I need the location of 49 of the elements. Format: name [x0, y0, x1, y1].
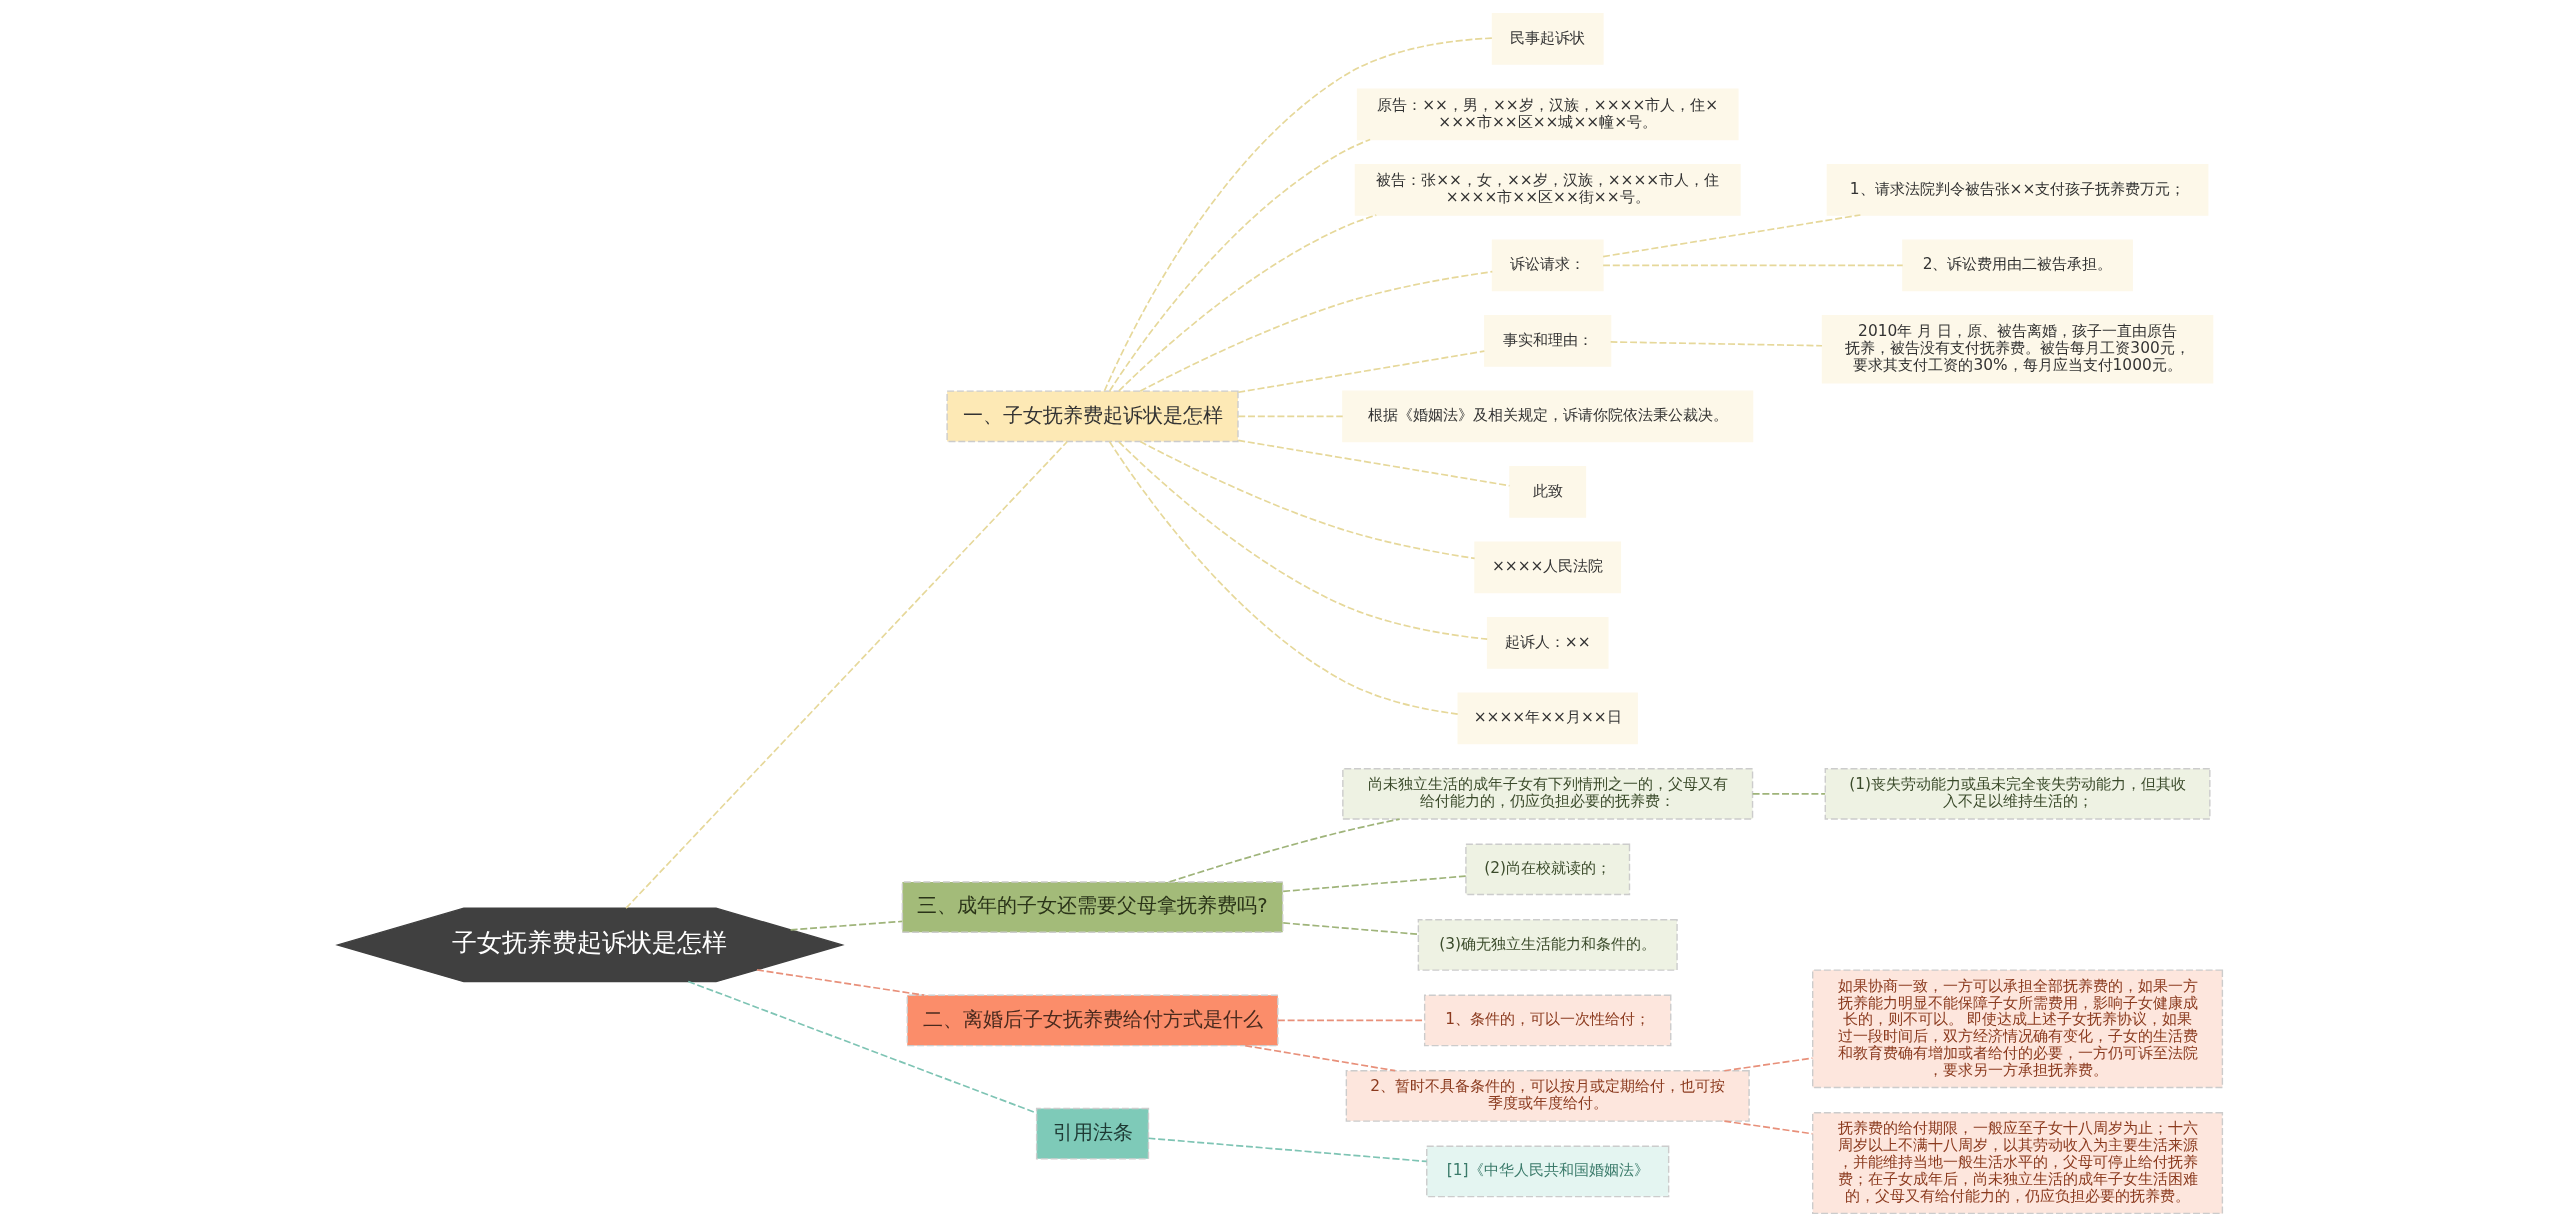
connector — [1602, 214, 1862, 258]
connector — [1282, 875, 1467, 893]
connector — [625, 440, 1068, 909]
connector — [1751, 793, 1826, 795]
node-box: 根据《婚姻法》及相关规定，诉请你院依法秉公裁决。 — [1342, 390, 1754, 443]
node-box: 2010年 月 日，原、被告离婚，孩子一直由原告抚养，被告没有支付抚养费。被告每月工资300元，要求其支付工资的30%，每月应当支付1000元。 — [1821, 314, 2214, 384]
node-box: 起诉人：×× — [1486, 617, 1609, 669]
connector — [756, 969, 925, 997]
node-box: 被告：张××，女，××岁，汉族，××××市人，住××××市××区××街××号。 — [1354, 163, 1741, 216]
node-box: 引用法条 — [1035, 1107, 1150, 1160]
node-box: 抚养费的给付期限，一般应至子女十八周岁为止；十六周岁以上不满十八周岁，以其劳动收入为主要生活来源，并能维持当地一般生活水平的，父母可停止给付抚养费；在子女成年后，尚未独立生活的成年子女生活困难的，父母又有给付能力的，仍应负担必要的抚养费。 — [1812, 1112, 2224, 1215]
node-box: 原告：××，男，××岁，汉族，××××市人，住××××市××区××城××幢×号。 — [1356, 88, 1739, 141]
node-box: 二、离婚后子女抚养费给付方式是什么 — [906, 994, 1279, 1047]
connector — [1282, 922, 1420, 936]
node-box: 如果协商一致，一方可以承担全部抚养费的，如果一方抚养能力明显不能保障子女所需费用，影响子女健康成长的，则不可以。 即使达成上述子女抚养协议，如果过一段时间后，双方经济情况确有变化，子女的生活费和教育费确有增加或者给付的必要，一方仍可诉至法院，要求另一方承担抚养费。 — [1812, 969, 2224, 1089]
node-box: 尚未独立生活的成年子女有下列情刑之一的，父母又有给付能力的，仍应负担必要的抚养费： — [1342, 768, 1754, 820]
connector — [1237, 415, 1344, 418]
connector — [789, 920, 903, 931]
node-box: 此致 — [1509, 465, 1587, 518]
connector — [1602, 264, 1904, 267]
connector — [1139, 440, 1476, 560]
connector — [1237, 439, 1511, 487]
node-box: 1、条件的，可以一次性给付； — [1423, 994, 1672, 1047]
connector — [1723, 1057, 1814, 1072]
node-box: (2)尚在校就读的； — [1465, 843, 1631, 896]
node-box: 诉讼请求： — [1491, 239, 1604, 292]
node-box: 一、子女抚养费起诉状是怎样 — [946, 390, 1239, 443]
connector — [1609, 341, 1823, 347]
node-box: 2、诉讼费用由二被告承担。 — [1902, 239, 2133, 292]
connector — [1244, 1044, 1397, 1072]
node-box: ××××人民法院 — [1474, 541, 1622, 594]
node-box: 1、请求法院判令被告张××支付孩子抚养费万元； — [1826, 163, 2209, 216]
node-box: ××××年××月××日 — [1457, 692, 1638, 745]
node-box: 事实和理由： — [1484, 314, 1612, 367]
connector — [1118, 440, 1489, 640]
node-box: 三、成年的子女还需要父母拿抚养费吗? — [901, 881, 1284, 934]
connector — [1237, 350, 1486, 394]
node-box: [1]《中华人民共和国婚姻法》 — [1426, 1145, 1670, 1198]
node-box: 2、暂时不具备条件的，可以按月或定期给付，也可按季度或年度给付。 — [1345, 1070, 1750, 1122]
connector — [1147, 1137, 1428, 1163]
connector — [1118, 214, 1378, 392]
node-box: (3)确无独立生活能力和条件的。 — [1417, 919, 1678, 971]
node-box: 民事起诉状 — [1491, 12, 1604, 65]
connector — [1168, 818, 1401, 883]
connector — [1108, 440, 1459, 715]
connector — [1103, 37, 1494, 392]
node-box: (1)丧失劳动能力或虽未完全丧失劳动能力，但其收入不足以维持生活的； — [1824, 768, 2211, 820]
connector — [1108, 138, 1371, 392]
connector — [1139, 270, 1494, 392]
